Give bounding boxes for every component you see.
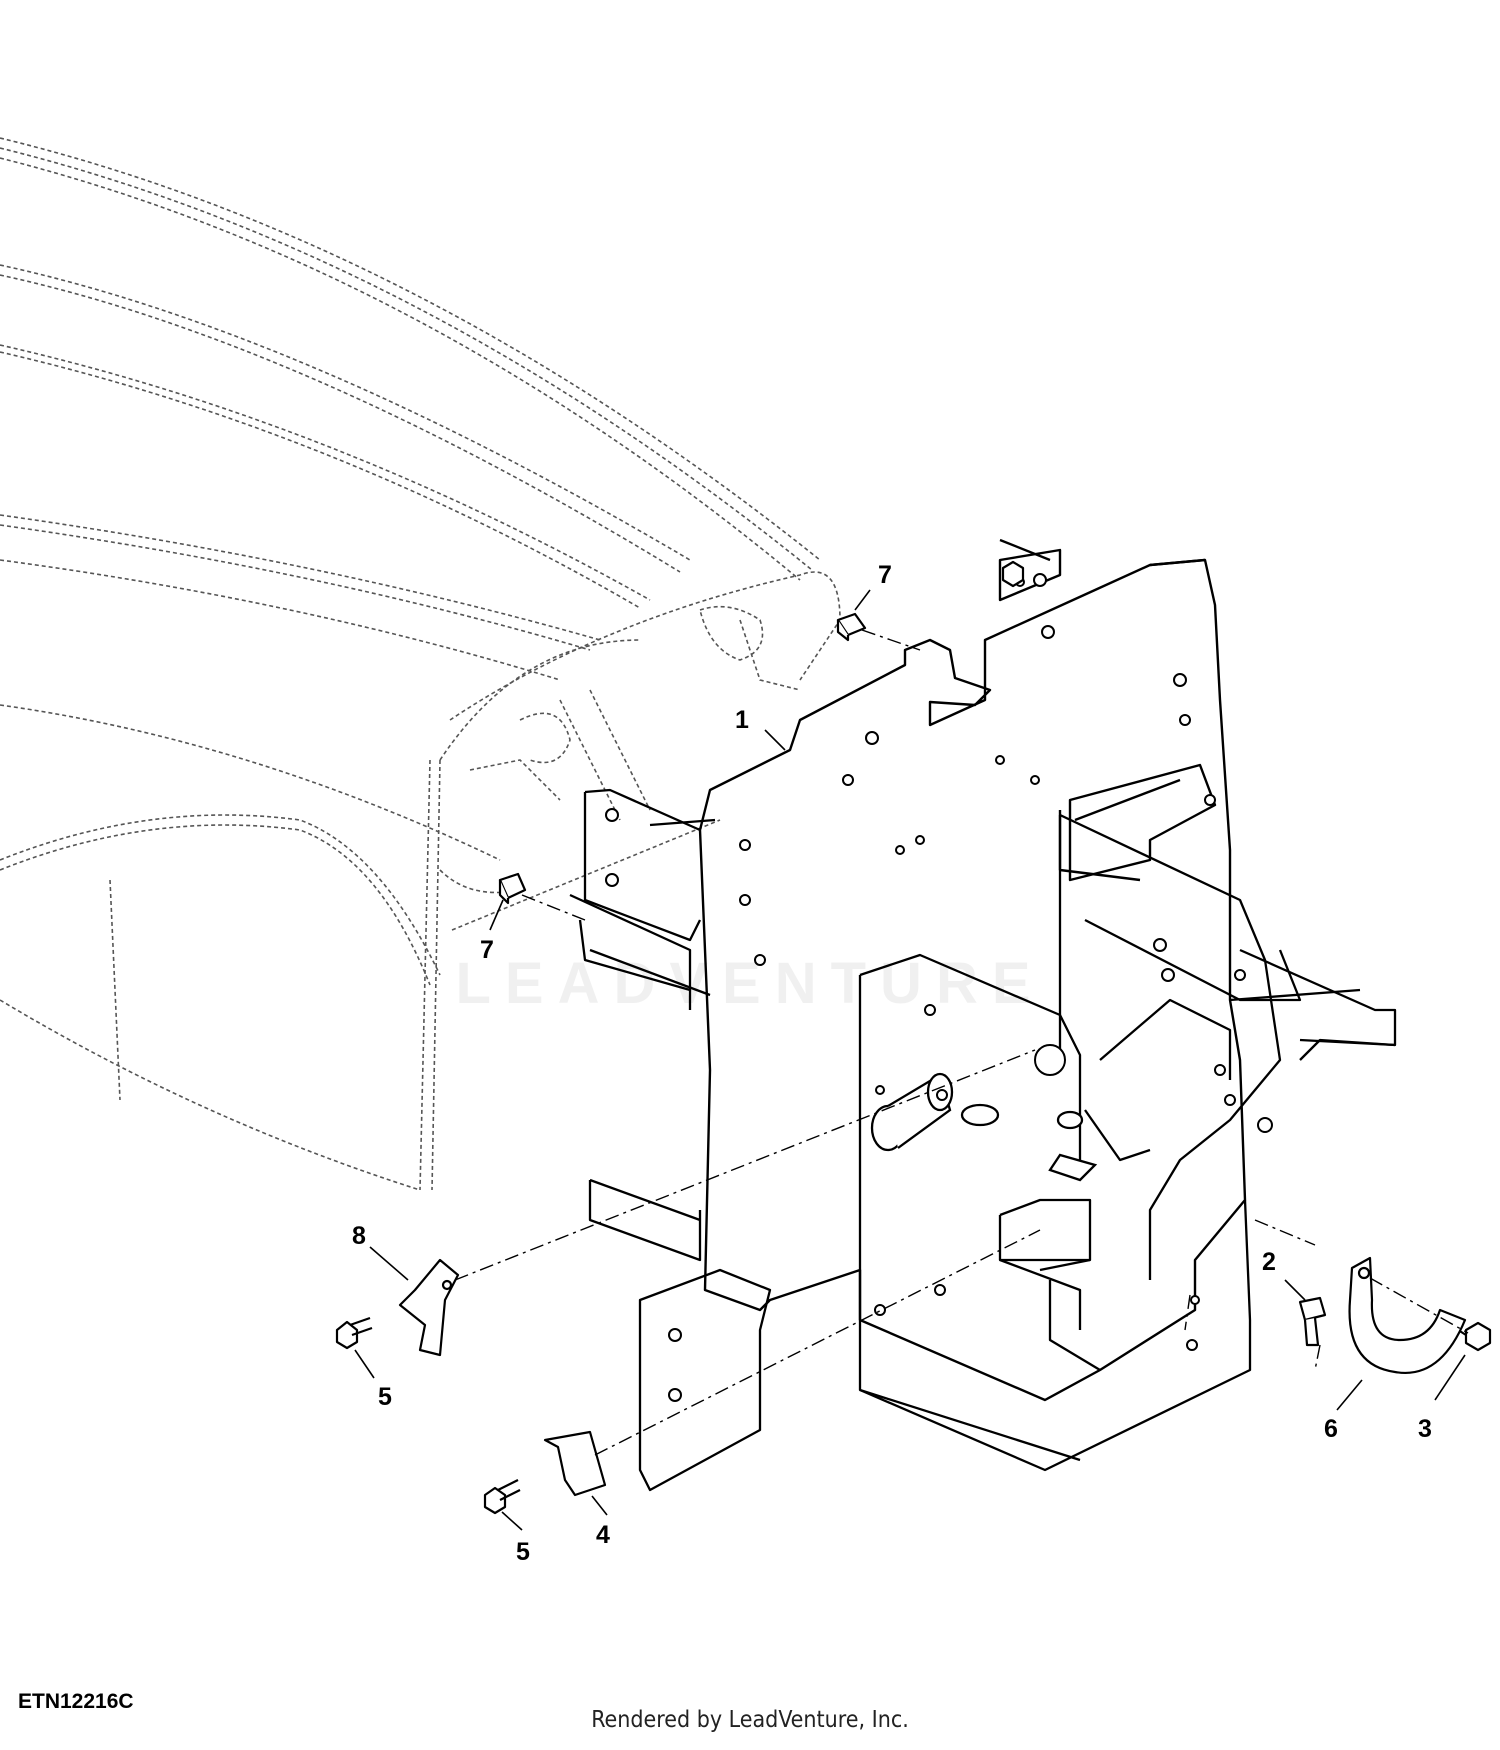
bolt-3 [1464,1321,1492,1352]
callout-labels: 1 7 7 8 5 5 4 2 6 3 [352,561,1432,1566]
clip-nut-lower [498,872,527,900]
callout-4: 4 [596,1521,610,1549]
callout-1: 1 [735,706,749,734]
alignment-lines [454,629,1469,1456]
leader-lines [354,589,1466,1531]
callout-5-lower: 5 [516,1538,530,1566]
bolt-5-upper [335,1320,359,1350]
hardware [335,560,1492,1515]
clip-4 [543,1430,607,1497]
callout-3: 3 [1418,1415,1432,1443]
mounting-plate [698,548,1247,1402]
callout-5-upper: 5 [378,1383,392,1411]
clamp-6 [1348,1256,1467,1374]
callout-6: 6 [1324,1415,1338,1443]
footer-credit: Rendered by LeadVenture, Inc. [591,1707,909,1733]
figure-code: ETN12216C [18,1690,134,1713]
clip-nut-upper [836,612,867,637]
bolt-2 [1298,1296,1327,1322]
top-nut [1001,560,1025,588]
pins [870,1072,1098,1182]
phantom-hood-outline [0,137,841,1191]
mounting-holes [605,573,1273,1402]
clip-8 [398,1258,460,1357]
callout-2: 2 [1262,1248,1276,1276]
callout-7-lower: 7 [480,936,494,964]
inner-bracket [569,538,1397,1492]
callout-7-upper: 7 [878,561,892,589]
callout-8: 8 [352,1222,366,1250]
bolt-5-lower [483,1486,507,1515]
